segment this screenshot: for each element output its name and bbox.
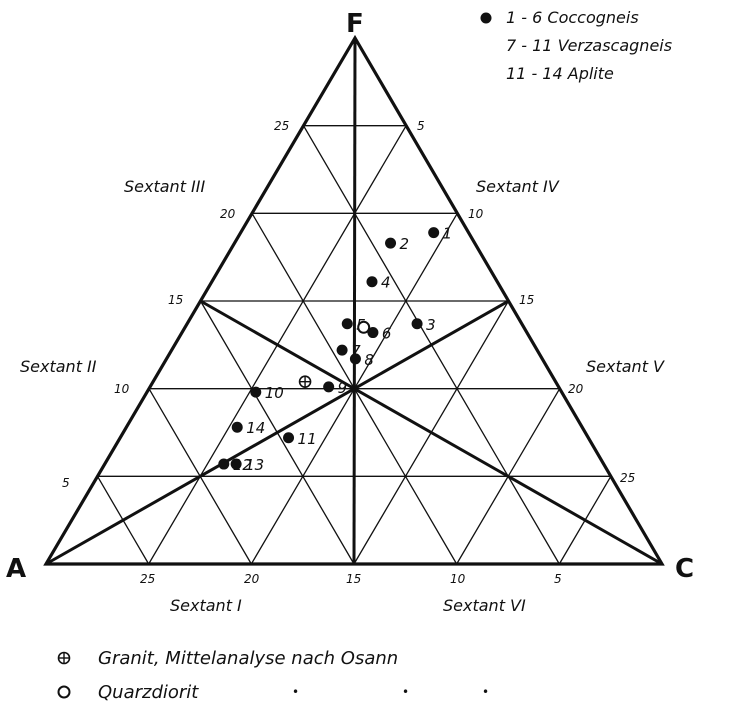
tick-bottom-10: 10: [450, 572, 466, 586]
tick-bottom-5: 5: [554, 572, 562, 586]
point-label: 8: [364, 351, 374, 369]
tick-left-15: 15: [168, 293, 183, 307]
sample-point: [283, 432, 295, 444]
tick-bottom-15: 15: [346, 572, 361, 586]
tick-right-25: 25: [620, 471, 635, 485]
tick-left-25: 25: [274, 119, 289, 133]
point-label: 3: [426, 316, 436, 334]
sextant-divider: [353, 387, 663, 566]
sextant-label-4: Sextant IV: [476, 177, 560, 196]
legend-item-coccogneis: 1 - 6 Coccogneis: [506, 8, 639, 27]
point-label: 11: [298, 430, 317, 448]
vertex-label-c: C: [675, 554, 694, 584]
tick-bottom-20: 20: [244, 572, 260, 586]
vertex-label-a: A: [6, 554, 26, 584]
ditto-mark: •: [402, 685, 409, 699]
footnotes: Granit, Mittelanalyse nach Osann Quarzdi…: [57, 648, 489, 703]
sample-point: [231, 421, 243, 433]
point-label: 13: [245, 456, 264, 474]
tick-left-20: 20: [220, 207, 236, 221]
granit-point: [298, 375, 312, 388]
sample-point: [385, 237, 397, 249]
legend-dot-icon: [480, 12, 492, 24]
ditto-mark: •: [482, 685, 489, 699]
sextant-divider: [352, 37, 357, 389]
vertex-label-f: F: [346, 9, 364, 39]
triangle-outline: [43, 34, 665, 566]
footnote-granit: Granit, Mittelanalyse nach Osann: [98, 648, 398, 669]
legend: 1 - 6 Coccogneis 7 - 11 Verzascagneis 11…: [480, 8, 672, 83]
sextant-label-1: Sextant I: [170, 596, 242, 615]
point-label: 7: [351, 342, 361, 360]
sample-point: [336, 344, 348, 356]
sextant-label-5: Sextant V: [586, 357, 665, 376]
data-points: 1234567891011121314: [218, 225, 452, 474]
sample-point: [367, 327, 379, 339]
sextant-label-2: Sextant II: [20, 357, 97, 376]
point-label: 9: [338, 379, 348, 397]
legend-item-aplite: 11 - 14 Aplite: [506, 64, 614, 83]
point-label: 14: [246, 419, 265, 437]
tick-right-15: 15: [519, 293, 534, 307]
tick-left-5: 5: [62, 476, 70, 490]
sample-point: [341, 318, 353, 330]
sextant-divider: [45, 387, 356, 566]
sample-point: [366, 276, 378, 288]
tick-right-10: 10: [468, 207, 484, 221]
sample-point: [250, 386, 262, 398]
tick-bottom-25: 25: [140, 572, 155, 586]
sample-point: [411, 318, 423, 330]
sextant-label-6: Sextant VI: [443, 596, 526, 615]
sextant-dividers: [45, 37, 663, 566]
point-label: 4: [381, 274, 391, 292]
point-label: 1: [443, 225, 453, 243]
sextant-divider: [199, 299, 356, 390]
footnote-quarzdiorit: Quarzdiorit: [98, 682, 199, 703]
tick-right-5: 5: [417, 119, 425, 133]
sample-point: [349, 353, 361, 365]
sample-point: [428, 227, 440, 239]
ditto-mark: •: [292, 685, 299, 699]
sextant-label-3: Sextant III: [124, 177, 205, 196]
legend-item-verzascagneis: 7 - 11 Verzascagneis: [506, 36, 672, 55]
tick-left-10: 10: [114, 382, 130, 396]
open-circle-icon: [57, 685, 71, 699]
point-label: 10: [265, 384, 284, 402]
sample-point: [323, 381, 335, 393]
point-label: 6: [382, 325, 392, 343]
sample-point: [230, 458, 242, 470]
sample-point: [218, 458, 230, 470]
point-label: 2: [400, 235, 410, 253]
quarzdiorit-point: [357, 320, 371, 334]
crossed-circle-icon: [57, 651, 71, 665]
tick-right-20: 20: [568, 382, 584, 396]
sextant-divider: [353, 299, 510, 390]
